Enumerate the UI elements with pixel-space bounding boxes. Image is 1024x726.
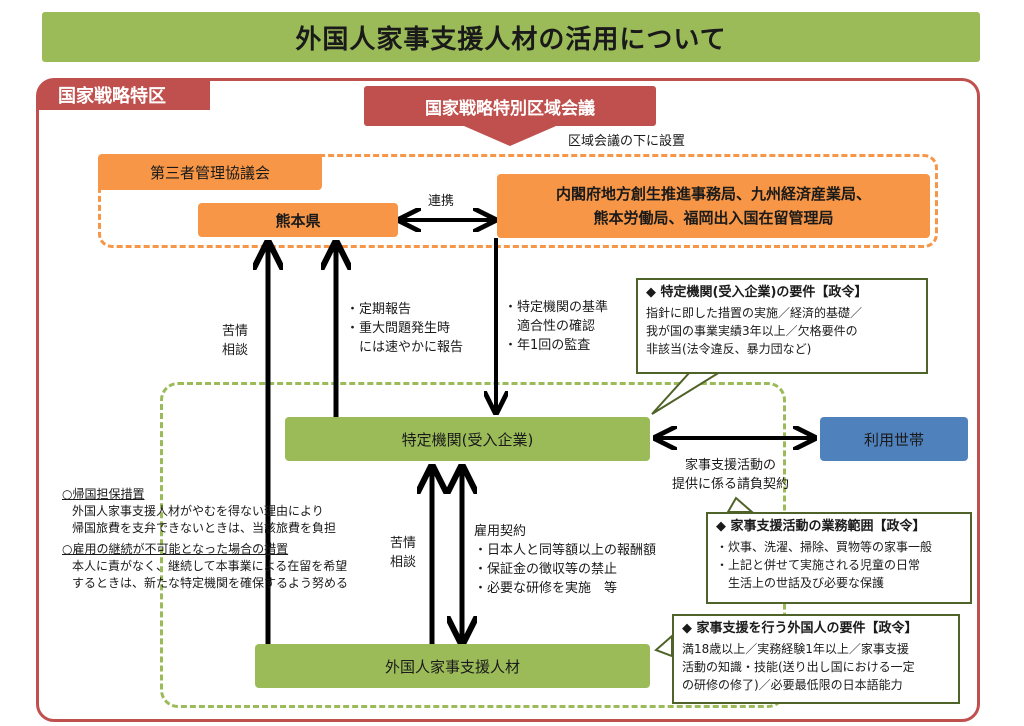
requirements-note-title: ◆ 特定機関(受入企業)の要件【政令】 [646,285,868,300]
employment-title: 雇用契約 [474,524,527,539]
audit-label: ・特定機関の基準 適合性の確認 ・年1回の監査 [504,298,608,355]
employment-end-heading: ○雇用の継続が不可能となった場合の措置 [62,542,289,556]
audit-line2: 適合性の確認 [504,319,596,334]
scope-note-line1: ・炊事、洗濯、掃除、買物等の家事一般 [716,540,933,554]
reports-line1: ・定期報告 [346,302,412,317]
strategic-zone-frame [36,78,980,722]
scope-note-title: ◆ 家事支援活動の業務範囲【政令】 [716,519,926,534]
requirements-note-line1: 指針に即した措置の実施／経済的基礎／ [646,306,863,320]
third-party-council-box: 第三者管理協議会 [98,154,322,190]
return-measure-text-2: 帰国旅費を支弁できないときは、当該旅費を負担 [72,521,337,535]
foreign-note-line3: の研修の修了)／必要最低限の日本語能力 [682,678,903,692]
employment-line3: ・必要な研修を実施 等 [474,581,618,596]
left-measures-notes: ○帰国担保措置 外国人家事支援人材がやむを得ない理由により 帰国旅費を支弁できな… [62,486,392,592]
complaint-bottom-line2: 相談 [390,555,417,570]
foreign-note-title: ◆ 家事支援を行う外国人の要件【政令】 [682,621,918,636]
scope-callout-pointer [726,496,755,513]
employment-line2: ・保証金の徴収等の禁止 [474,562,618,577]
coordination-label: 連携 [428,194,455,209]
requirements-callout-pointer [651,371,724,415]
council-chevron [464,126,556,146]
requirements-note: ◆ 特定機関(受入企業)の要件【政令】 指針に即した措置の実施／経済的基礎／ 我… [636,278,928,374]
under-council-label: 区域会議の下に設置 [568,134,686,149]
foreign-note-line1: 満18歳以上／実務経験1年以上／家事支援 [682,642,909,656]
third-party-council-group [98,154,938,248]
zone-council-box: 国家戦略特別区域会議 [364,86,656,126]
return-measure-heading: ○帰国担保措置 [62,487,145,501]
reports-line3: には速やかに報告 [346,340,464,355]
scope-note-line3: 生活上の世話及び必要な保護 [716,576,885,590]
household-box: 利用世帯 [820,417,968,461]
foreign-note-line2: 活動の知識・技能(送り出し国における一定 [682,660,915,674]
foreign-worker-requirements-note: ◆ 家事支援を行う外国人の要件【政令】 満18歳以上／実務経験1年以上／家事支援… [672,614,960,704]
foreign-workers-box: 外国人家事支援人材 [255,644,650,688]
employment-end-text-1: 本人に責がなく、継続して本事業による在留を希望 [72,559,348,573]
complaint-label-top: 苦情 相談 [222,322,248,360]
scope-note: ◆ 家事支援活動の業務範囲【政令】 ・炊事、洗濯、掃除、買物等の家事一般 ・上記… [706,512,972,604]
contract-line1: 家事支援活動の [685,458,777,473]
employment-line1: ・日本人と同等額以上の報酬額 [474,543,657,558]
complaint-label-bottom: 苦情 相談 [390,534,416,572]
kumamoto-prefecture-box: 熊本県 [198,203,398,237]
requirements-note-line3: 非該当(法令違反、暴力団など) [646,342,812,356]
complaint-bottom-line1: 苦情 [390,536,417,551]
employment-end-text-2: するときは、新たな特定機関を確保するよう努める [72,576,349,590]
return-measure-text-1: 外国人家事支援人材がやむを得ない理由により [72,504,324,518]
government-agencies-box: 内閣府地方創生推進事務局、九州経済産業局、 熊本労働局、福岡出入国在留管理局 [497,174,930,238]
complaint-top-line2: 相談 [222,343,249,358]
gov-agencies-line1: 内閣府地方創生推進事務局、九州経済産業局、 [555,185,871,203]
audit-line3: ・年1回の監査 [504,338,591,353]
foreign-callout-pointer [654,633,673,658]
complaint-top-line1: 苦情 [222,324,249,339]
employment-label: 雇用契約 ・日本人と同等額以上の報酬額 ・保証金の徴収等の禁止 ・必要な研修を実… [474,522,656,598]
reports-label: ・定期報告 ・重大問題発生時 には速やかに報告 [346,300,463,357]
contract-label: 家事支援活動の 提供に係る請負契約 [672,456,789,494]
scope-note-line2: ・上記と併せて実施される児童の日常 [716,558,921,572]
requirements-note-line2: 我が国の事業実績3年以上／欠格要件の [646,324,858,338]
gov-agencies-line2: 熊本労働局、福岡出入国在留管理局 [593,209,834,227]
audit-line1: ・特定機関の基準 [504,300,609,315]
contract-line2: 提供に係る請負契約 [672,477,790,492]
reports-line2: ・重大問題発生時 [346,321,451,336]
page-title: 外国人家事支援人材の活用について [42,12,980,62]
accepting-organization-box: 特定機関(受入企業) [285,417,650,461]
zone-label: 国家戦略特区 [38,80,210,110]
